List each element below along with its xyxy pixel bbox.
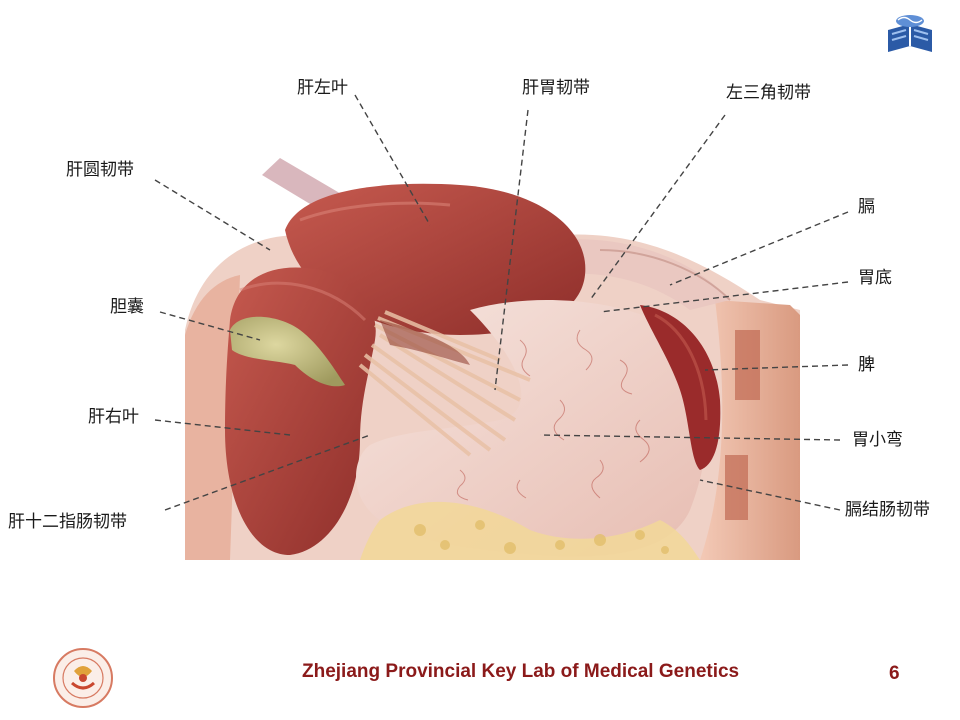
label-diaphragm: 膈 bbox=[858, 197, 875, 217]
gallbladder bbox=[230, 316, 345, 387]
ligament-shadow bbox=[380, 320, 470, 365]
label-hepatoduodenal-ligament: 肝十二指肠韧带 bbox=[8, 512, 127, 532]
page-number: 6 bbox=[889, 663, 900, 684]
label-left-triangular-ligament: 左三角韧带 bbox=[726, 83, 811, 103]
university-seal-icon bbox=[53, 648, 113, 708]
label-gallbladder: 胆囊 bbox=[110, 297, 144, 317]
label-liver-right-lobe: 肝右叶 bbox=[88, 407, 139, 427]
label-spleen: 脾 bbox=[858, 355, 875, 375]
label-fundus: 胃底 bbox=[858, 268, 892, 288]
label-phrenicocolic-ligament: 膈结肠韧带 bbox=[845, 500, 930, 520]
label-lesser-curvature: 胃小弯 bbox=[852, 430, 903, 450]
label-round-ligament: 肝圆韧带 bbox=[66, 160, 134, 180]
label-liver-left-lobe: 肝左叶 bbox=[297, 78, 348, 98]
greater-omentum bbox=[360, 501, 700, 560]
spleen bbox=[640, 305, 721, 470]
label-hepatogastric-ligament: 肝胃韧带 bbox=[522, 78, 590, 98]
footer-lab-name: Zhejiang Provincial Key Lab of Medical G… bbox=[302, 661, 740, 682]
stomach bbox=[356, 300, 709, 557]
leader-lines bbox=[154, 94, 849, 511]
book-globe-icon bbox=[888, 15, 932, 52]
